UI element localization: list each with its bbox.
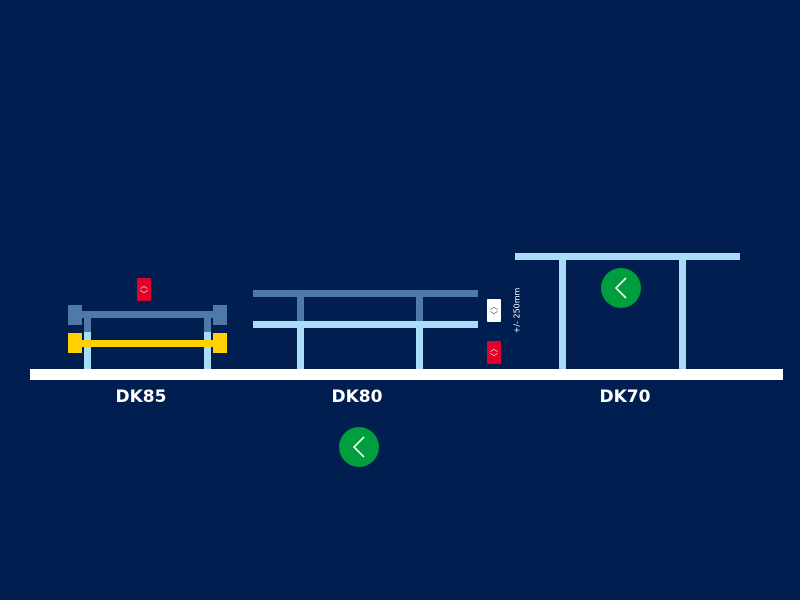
dk70-back-button[interactable] [601,268,641,308]
dk85-adjust-button[interactable]: ︿﹀ [137,278,151,301]
dk80-range-button[interactable]: ︿﹀ [487,299,501,322]
chevron-up-icon: ︿ [140,280,148,290]
dk80-leg-left [297,327,304,369]
dk80-upper-beam [253,290,478,297]
chevron-up-icon: ︿ [490,343,498,353]
dk70-leg-right [679,259,686,369]
dk80-adjust-button[interactable]: ︿﹀ [487,341,501,364]
chevron-left-icon [614,277,627,299]
dk85-upper-beam [80,311,222,318]
dk85-label: DK85 [115,387,167,407]
dk85-leg-upper-left [84,318,91,332]
dk80-leg-right [416,327,423,369]
dk85-yellow-beam [80,340,222,347]
chevron-down-icon: ﹀ [490,310,498,320]
chevron-down-icon: ﹀ [140,289,148,299]
dk70-leg-left [559,259,566,369]
dk80-lower-beam [253,321,478,328]
dk80-upper-leg-left [297,296,304,322]
ground-line [30,369,783,380]
dk85-upper-end-right [213,305,227,325]
chevron-up-icon: ︿ [490,301,498,311]
dk70-beam [515,253,740,260]
dk80-label: DK80 [331,387,383,407]
dk85-leg-upper-right [204,318,211,332]
dk85-yellow-end-right [213,333,227,353]
dk80-back-button[interactable] [339,427,379,467]
chevron-left-icon [352,436,365,458]
tolerance-label: +/- 250mm [512,287,522,334]
dk80-upper-leg-right [416,296,423,322]
chevron-down-icon: ﹀ [490,352,498,362]
dk85-yellow-end-left [68,333,82,353]
dk85-upper-end-left [68,305,82,325]
dk70-label: DK70 [599,387,651,407]
